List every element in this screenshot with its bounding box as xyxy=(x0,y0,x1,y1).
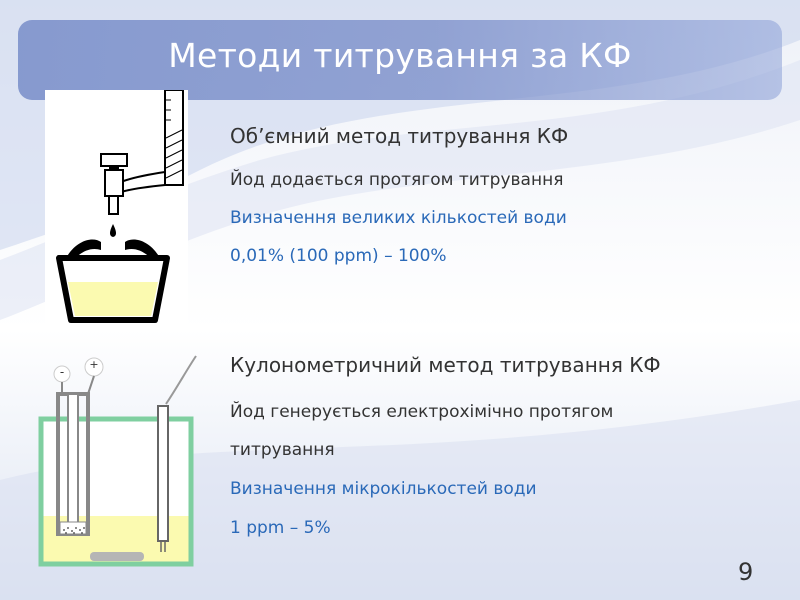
volumetric-heading: Об’ємний метод титрування КФ xyxy=(230,124,569,148)
burette-vessel-illustration xyxy=(45,89,188,327)
coulometric-line-2: Визначення мікрокількостей води xyxy=(230,479,537,499)
coulometric-cell-illustration: - + xyxy=(38,346,200,574)
coulometric-line-1a: Йод генерується електрохімічно протягом xyxy=(230,402,614,422)
title-band xyxy=(18,20,782,100)
volumetric-line-1: Йод додається протягом титрування xyxy=(230,170,564,190)
electrode-plus-label: + xyxy=(89,358,98,371)
coulometric-line-1b: титрування xyxy=(230,440,335,460)
coulometric-heading: Кулонометричний метод титрування КФ xyxy=(230,353,661,377)
electrode-minus-label: - xyxy=(60,365,64,379)
volumetric-line-3: 0,01% (100 ppm) – 100% xyxy=(230,246,447,266)
page-number: 9 xyxy=(738,558,754,586)
volumetric-line-2: Визначення великих кількостей води xyxy=(230,208,567,228)
slide-title: Методи титрування за КФ xyxy=(168,36,632,75)
coulometric-line-3: 1 ppm – 5% xyxy=(230,518,331,538)
